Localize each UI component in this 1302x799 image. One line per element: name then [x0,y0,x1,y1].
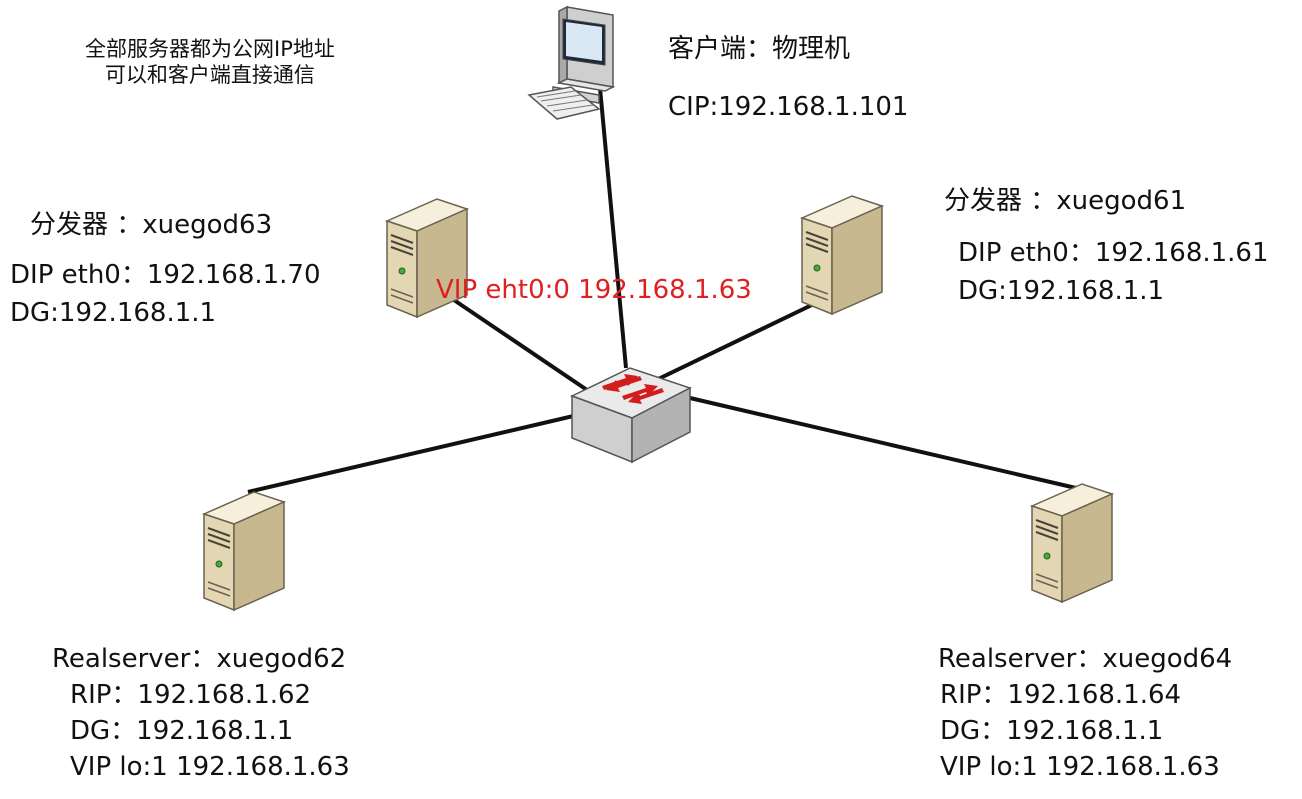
realserver-64-rip: RIP：192.168.1.64 [940,680,1182,710]
realserver-62-dg: DG：192.168.1.1 [70,716,294,746]
director-61-dg: DG:192.168.1.1 [958,276,1165,306]
link-client-switch [598,87,628,369]
realserver-62-rip: RIP：192.168.1.62 [70,680,312,710]
director-61-dip: DIP eth0：192.168.1.61 [958,238,1269,268]
tower-server-icon [201,491,287,612]
director-63-dg: DG:192.168.1.1 [10,298,217,328]
realserver-64-vip: VIP lo:1 192.168.1.63 [940,752,1220,782]
tower-server-icon [1029,483,1115,604]
network-switch-icon [570,367,692,464]
note-public-ip: 全部服务器都为公网IP地址 可以和客户端直接通信 [85,36,335,89]
client-title: 客户端：物理机 [668,34,851,64]
link-xuegod63-switch [446,294,592,394]
note-line-1: 全部服务器都为公网IP地址 [85,37,335,61]
director-63-vip: VIP eht0:0 192.168.1.63 [436,275,752,305]
link-xuegod61-switch [651,300,819,384]
note-line-2: 可以和客户端直接通信 [104,63,315,88]
tower-server-icon [799,195,885,316]
director-63-dip: DIP eth0：192.168.1.70 [10,260,321,290]
link-xuegod64-switch [689,396,1077,490]
realserver-62-vip: VIP lo:1 192.168.1.63 [70,752,350,782]
director-61-title: 分发器 ：xuegod61 [944,186,1187,216]
tower-server-icon [384,198,470,319]
realserver-62-title: Realserver：xuegod62 [52,644,347,674]
realserver-64-title: Realserver：xuegod64 [938,644,1233,674]
client-cip: CIP:192.168.1.101 [668,92,909,122]
director-63-title: 分发器 ：xuegod63 [30,210,273,240]
link-xuegod62-switch [247,412,583,494]
realserver-64-dg: DG：192.168.1.1 [940,716,1164,746]
desktop-computer-icon [527,5,616,120]
